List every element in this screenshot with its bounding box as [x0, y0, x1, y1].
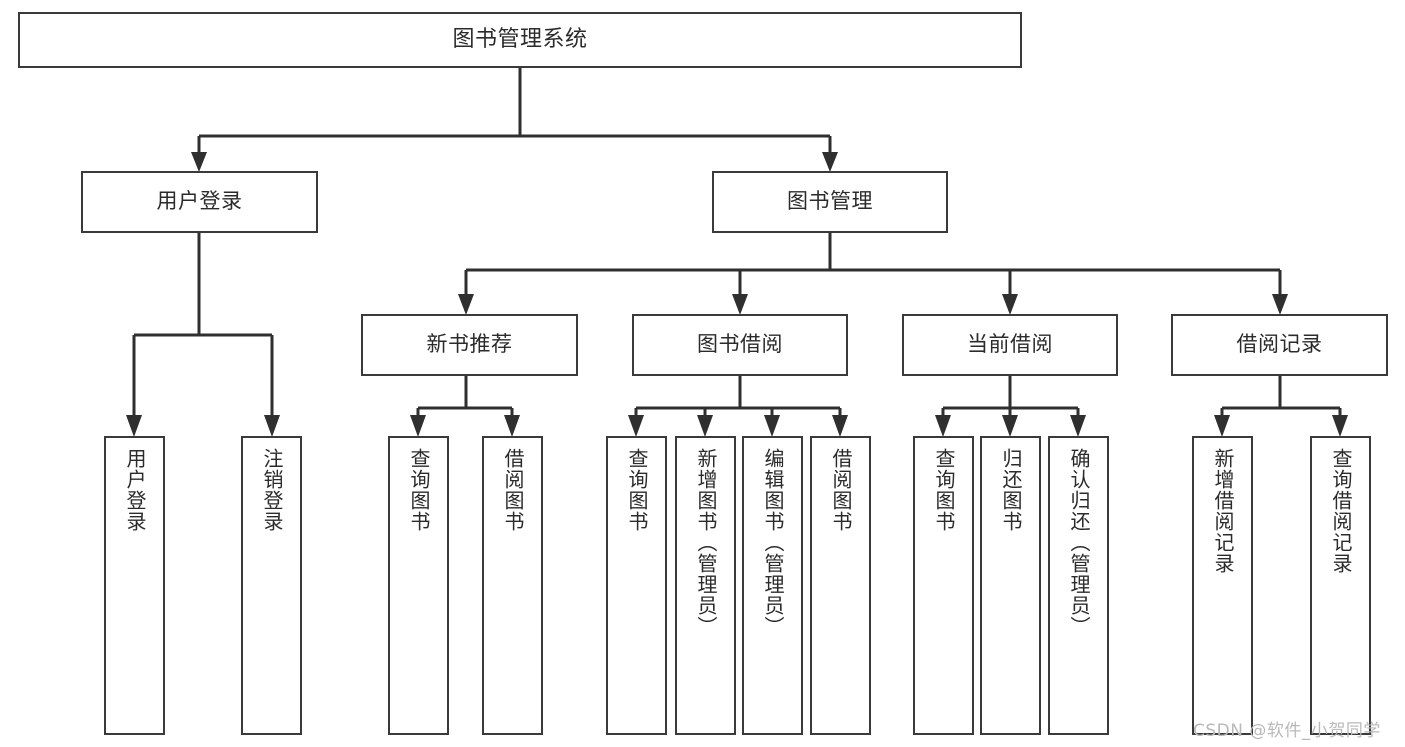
node-leaf-add-record[interactable]: 新增借阅记录 [1192, 436, 1253, 735]
arrowhead-query-book-borrow [628, 415, 644, 437]
node-book-borrow-label: 图书借阅 [697, 332, 783, 357]
node-root[interactable]: 图书管理系统 [18, 12, 1022, 68]
node-leaf-query-book-cur[interactable]: 查询图书 [913, 436, 974, 735]
node-leaf-add-book[interactable]: 新增图书（管理员） [675, 436, 736, 735]
watermark: CSDN @软件_小贺同学 [1193, 721, 1381, 741]
arrowhead-query-book-cur [935, 415, 951, 437]
node-leaf-query-record[interactable]: 查询借阅记录 [1310, 436, 1371, 735]
node-leaf-query-book-rec[interactable]: 查询图书 [388, 436, 449, 735]
arrowhead-add-book [697, 415, 713, 437]
node-book-manage[interactable]: 图书管理 [712, 171, 948, 233]
node-borrow-record-label: 借阅记录 [1236, 332, 1323, 357]
arrowhead-return-book [1002, 415, 1018, 437]
arrowhead-book-manage [822, 152, 838, 172]
node-user-login[interactable]: 用户登录 [81, 171, 318, 233]
node-leaf-edit-book-label: 编辑图书（管理员） [761, 448, 785, 637]
node-leaf-query-book-cur-label: 查询图书 [932, 448, 956, 532]
node-leaf-confirm-return[interactable]: 确认归还（管理员） [1048, 436, 1109, 735]
node-leaf-borrow-book-label: 借阅图书 [829, 448, 853, 532]
node-book-borrow[interactable]: 图书借阅 [632, 314, 848, 376]
node-book-manage-label: 图书管理 [787, 189, 873, 214]
node-leaf-borrow-book-rec-label: 借阅图书 [501, 448, 525, 532]
arrowhead-book-borrow [732, 294, 748, 315]
arrowhead-borrow-book [832, 415, 848, 437]
node-new-book-recommend-label: 新书推荐 [426, 332, 513, 357]
arrowhead-new-book [458, 294, 474, 315]
node-leaf-confirm-return-label: 确认归还（管理员） [1067, 448, 1091, 637]
node-root-label: 图书管理系统 [452, 26, 588, 52]
arrowhead-confirm-return [1070, 415, 1086, 437]
node-leaf-query-book-rec-label: 查询图书 [407, 448, 431, 532]
node-leaf-logout-label: 注销登录 [260, 448, 284, 532]
arrowhead-leaf-user-login [126, 415, 142, 437]
node-leaf-query-book-borrow[interactable]: 查询图书 [606, 436, 667, 735]
node-leaf-add-book-label: 新增图书（管理员） [694, 448, 718, 637]
node-leaf-return-book-label: 归还图书 [999, 448, 1023, 532]
arrowhead-user-login [191, 152, 207, 172]
node-leaf-edit-book[interactable]: 编辑图书（管理员） [742, 436, 803, 735]
arrowhead-leaf-logout [264, 415, 280, 437]
arrowhead-add-record [1214, 415, 1230, 437]
node-leaf-user-login[interactable]: 用户登录 [104, 436, 165, 735]
node-leaf-borrow-book[interactable]: 借阅图书 [810, 436, 871, 735]
arrowhead-query-book-rec [410, 415, 426, 437]
node-leaf-return-book[interactable]: 归还图书 [980, 436, 1041, 735]
node-leaf-user-login-label: 用户登录 [123, 448, 147, 532]
node-current-borrow[interactable]: 当前借阅 [902, 314, 1118, 376]
node-new-book-recommend[interactable]: 新书推荐 [361, 314, 578, 376]
node-leaf-query-record-label: 查询借阅记录 [1329, 448, 1353, 574]
arrowhead-borrow-record [1272, 294, 1288, 315]
node-current-borrow-label: 当前借阅 [967, 332, 1053, 357]
node-leaf-query-book-borrow-label: 查询图书 [625, 448, 649, 532]
arrowhead-borrow-book-rec [504, 415, 520, 437]
node-leaf-logout[interactable]: 注销登录 [241, 436, 302, 735]
node-leaf-borrow-book-rec[interactable]: 借阅图书 [482, 436, 543, 735]
node-leaf-add-record-label: 新增借阅记录 [1211, 448, 1235, 574]
node-borrow-record[interactable]: 借阅记录 [1171, 314, 1388, 376]
arrowhead-current-borrow [1002, 294, 1018, 315]
arrowhead-edit-book [764, 415, 780, 437]
node-user-login-label: 用户登录 [156, 189, 243, 214]
arrowhead-query-record [1332, 415, 1348, 437]
